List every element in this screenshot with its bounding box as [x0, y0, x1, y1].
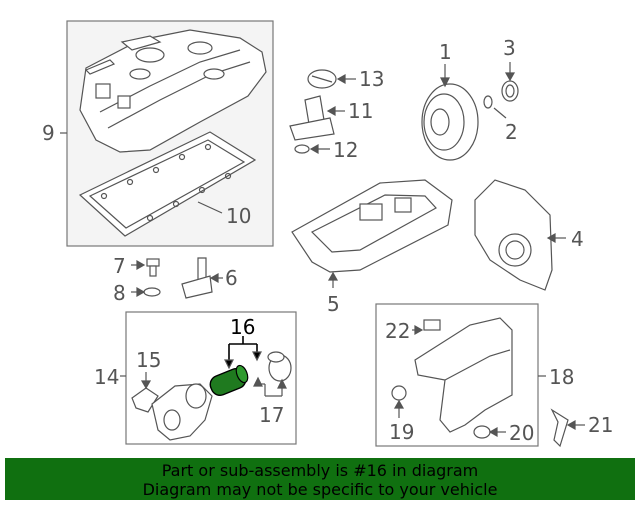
oil-level-sensor[interactable] [181, 257, 213, 299]
vibration-damper[interactable] [421, 83, 479, 161]
banner-line-1: Part or sub-assembly is #16 in diagram [161, 461, 479, 480]
callout-20: 20 [509, 421, 535, 445]
heat-shield[interactable] [414, 317, 513, 433]
callout-22: 22 [385, 319, 411, 343]
oil-cooler-group-box [125, 311, 297, 445]
callout-3: 3 [503, 36, 516, 60]
callout-1: 1 [439, 40, 452, 64]
seal-19[interactable] [391, 385, 407, 401]
bolt[interactable] [146, 258, 160, 277]
washer[interactable] [483, 95, 493, 109]
callout-9: 9 [42, 121, 55, 145]
seal[interactable] [294, 144, 310, 154]
callout-14: 14 [94, 365, 120, 389]
oil-filter-cap[interactable] [267, 351, 292, 382]
support-bracket[interactable] [550, 408, 569, 448]
callout-2: 2 [505, 120, 518, 144]
bracket[interactable] [423, 319, 441, 331]
part-16-highlighted[interactable] [208, 364, 250, 398]
callout-12: 12 [333, 138, 359, 162]
washer-8[interactable] [143, 287, 161, 297]
valve-cover-gasket[interactable] [78, 131, 257, 237]
small-gasket [84, 59, 116, 75]
oil-pan[interactable] [291, 179, 453, 273]
callout-15: 15 [136, 348, 162, 372]
banner-line-2: Diagram may not be specific to your vehi… [142, 480, 498, 499]
callout-11: 11 [348, 99, 374, 123]
callout-8: 8 [113, 281, 126, 305]
oil-filter-housing[interactable] [289, 95, 335, 141]
timing-cover[interactable] [474, 179, 553, 291]
callout-16: 16 [230, 315, 256, 339]
callout-17: 17 [259, 403, 285, 427]
callout-18: 18 [549, 365, 575, 389]
callout-4: 4 [571, 227, 584, 251]
callout-21: 21 [588, 413, 614, 437]
callout-7: 7 [113, 254, 126, 278]
oil-filler-cap[interactable] [307, 69, 337, 89]
callout-10: 10 [226, 204, 252, 228]
callout-13: 13 [359, 67, 385, 91]
crankshaft-seal[interactable] [501, 80, 519, 102]
callout-5: 5 [327, 292, 340, 316]
info-banner: Part or sub-assembly is #16 in diagram D… [5, 458, 635, 500]
valve-cover[interactable] [79, 29, 267, 153]
oil-cooler-housing[interactable] [151, 383, 213, 441]
callout-6: 6 [225, 266, 238, 290]
callout-19: 19 [389, 420, 415, 444]
nut[interactable] [473, 425, 491, 439]
